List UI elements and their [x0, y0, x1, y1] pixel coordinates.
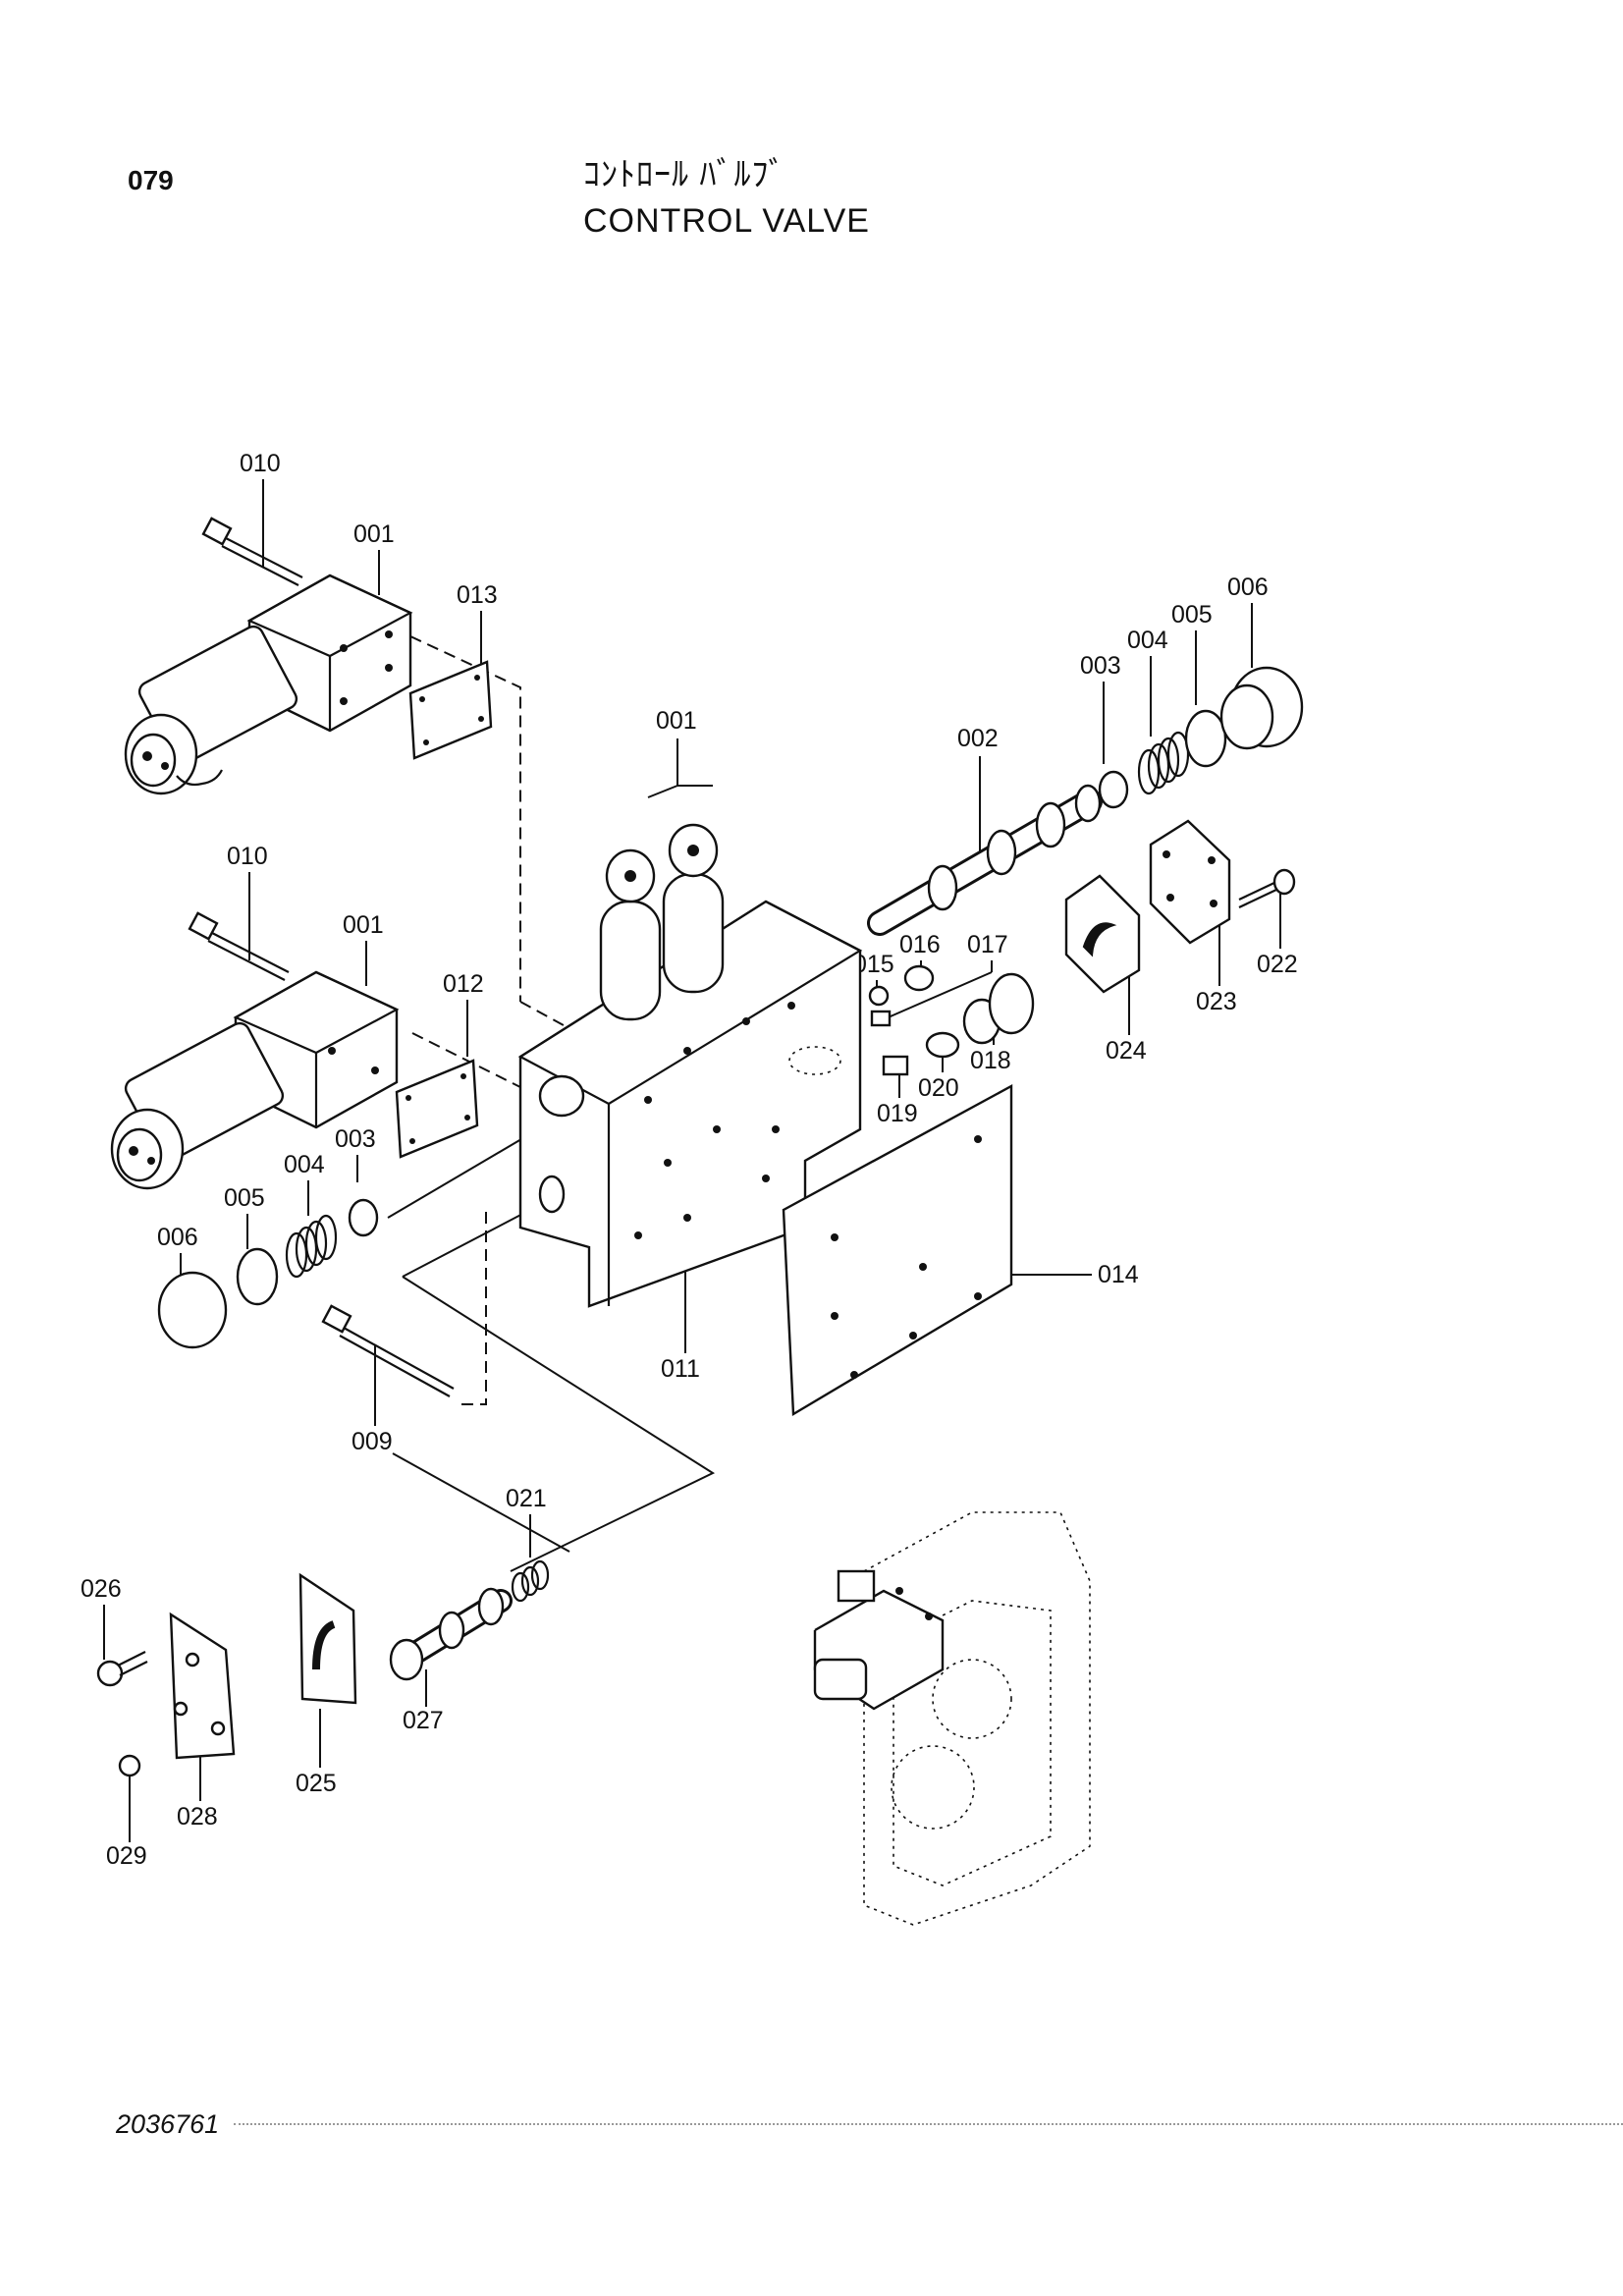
gasket-024 — [1064, 874, 1141, 994]
title-japanese: ｺﾝﾄﾛｰﾙ ﾊﾞﾙﾌﾞ — [583, 156, 786, 193]
callout-017: 017 — [967, 931, 1008, 958]
small-parts-015-020 — [868, 964, 1035, 1076]
document-number: 2036761 — [116, 2109, 220, 2139]
callout-020: 020 — [918, 1074, 959, 1102]
callout-011: 011 — [661, 1355, 700, 1383]
callout-005-a: 005 — [1171, 601, 1213, 629]
callout-010-a: 010 — [240, 450, 281, 477]
gasket-012 — [395, 1059, 479, 1159]
footer-rule — [234, 2123, 1623, 2125]
callout-027: 027 — [403, 1707, 444, 1734]
callout-006-a: 006 — [1227, 574, 1269, 601]
callout-024: 024 — [1106, 1037, 1147, 1065]
callout-004-a: 004 — [1127, 627, 1168, 654]
title-english: CONTROL VALVE — [583, 202, 870, 240]
seal-set-upper-right — [1098, 666, 1304, 809]
callout-023: 023 — [1196, 988, 1237, 1015]
callout-001-b: 001 — [656, 707, 697, 735]
gasket-plate-014 — [782, 1083, 1013, 1417]
spool-027 — [389, 1587, 513, 1681]
leader-lines — [103, 479, 1281, 1842]
bolt-022 — [1238, 868, 1296, 908]
spring-004-upper — [1137, 731, 1190, 795]
callout-016: 016 — [899, 931, 941, 958]
spring-021 — [511, 1559, 550, 1603]
callout-014: 014 — [1098, 1261, 1139, 1288]
callout-012: 012 — [443, 970, 484, 998]
callout-009: 009 — [352, 1428, 393, 1455]
callout-005-b: 005 — [224, 1184, 265, 1212]
plug-029 — [118, 1754, 141, 1777]
gasket-025 — [298, 1572, 357, 1705]
bolt-010-lower — [188, 911, 290, 981]
spring-004-lower — [285, 1214, 338, 1279]
cover-028 — [169, 1612, 236, 1760]
callout-021: 021 — [506, 1485, 547, 1512]
spool-002 — [867, 784, 1103, 936]
callout-029: 029 — [106, 1842, 147, 1870]
callout-004-b: 004 — [284, 1151, 325, 1178]
callout-018: 018 — [970, 1047, 1011, 1074]
solenoid-cartridges-twin — [599, 823, 725, 1021]
page-number: 079 — [128, 165, 174, 195]
callout-026: 026 — [81, 1575, 122, 1603]
solenoid-valve-lower — [110, 970, 400, 1190]
callout-006-b: 006 — [157, 1224, 198, 1251]
cover-023 — [1149, 819, 1231, 945]
callout-002: 002 — [957, 725, 999, 752]
callout-019: 019 — [877, 1100, 918, 1127]
callout-022: 022 — [1257, 951, 1298, 978]
callout-001-c: 001 — [343, 911, 384, 939]
bolt-009 — [321, 1304, 455, 1397]
reference-assembly-outline — [813, 1511, 1091, 1926]
callout-013: 013 — [457, 581, 498, 609]
bolt-010-upper — [201, 517, 303, 586]
solenoid-valve-upper — [124, 574, 413, 795]
callout-010-b: 010 — [227, 843, 268, 870]
callout-labels: 010 001 013 001 002 003 004 005 006 010 … — [81, 450, 1298, 1870]
gasket-013 — [408, 660, 493, 760]
callout-028: 028 — [177, 1803, 218, 1831]
seal-set-lower-left — [157, 1198, 379, 1349]
callout-003-b: 003 — [335, 1125, 376, 1153]
bolt-026 — [96, 1651, 148, 1687]
callout-003-a: 003 — [1080, 652, 1121, 680]
callout-001-a: 001 — [353, 520, 395, 548]
callout-025: 025 — [296, 1770, 337, 1797]
